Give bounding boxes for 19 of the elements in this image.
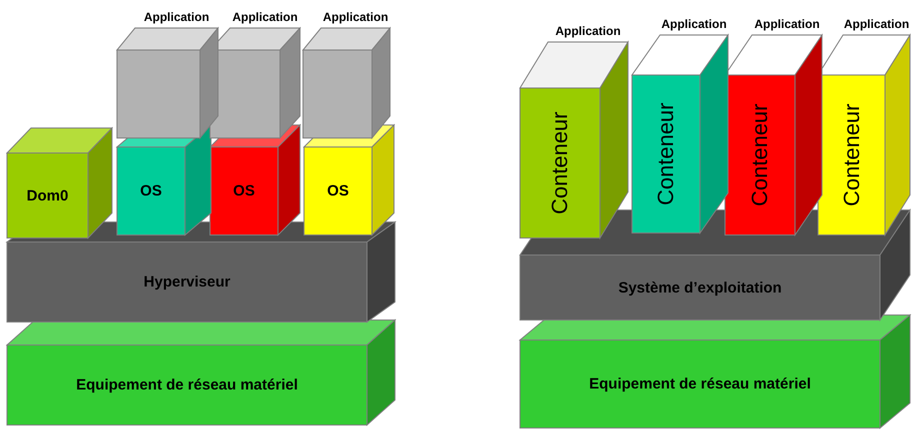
block-label: Equipement de réseau matériel (76, 376, 298, 394)
block-label: OS (233, 182, 255, 200)
container-label: Conteneur (747, 104, 773, 206)
application-label: Application (844, 17, 910, 31)
block-label: OS (140, 182, 162, 200)
application-label: Application (754, 17, 820, 31)
application-label: Application (232, 10, 298, 24)
container-label: Conteneur (653, 102, 679, 206)
block-label: OS (327, 182, 349, 200)
block-label: Système d’exploitation (618, 279, 782, 296)
application-label: Application (144, 10, 210, 24)
application-label: Application (555, 24, 621, 38)
block-label: Dom0 (26, 187, 68, 204)
application-label: Application (322, 10, 388, 24)
container-label: Conteneur (547, 112, 573, 214)
block-label: Equipement de réseau matériel (589, 376, 811, 392)
container-label: Conteneur (838, 104, 864, 206)
application-label: Application (661, 17, 727, 31)
block-label: Hyperviseur (144, 274, 230, 290)
